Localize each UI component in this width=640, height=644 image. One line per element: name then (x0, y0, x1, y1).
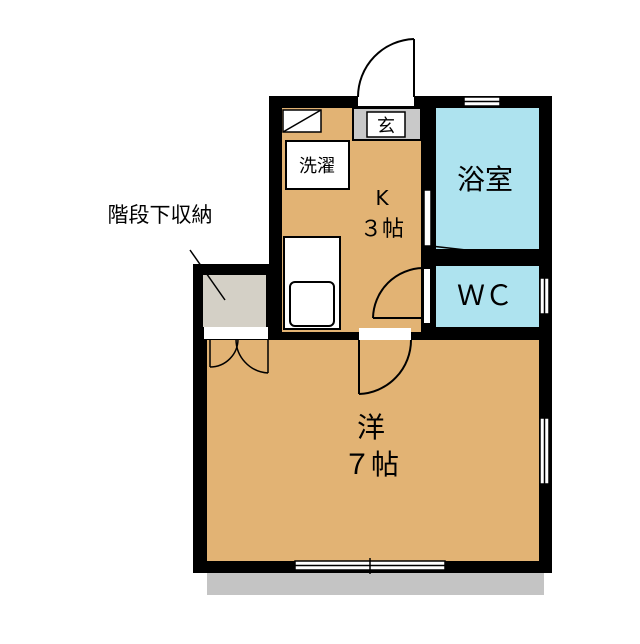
washer-label: 洗濯 (299, 156, 335, 177)
bath-label: 浴室 (457, 163, 513, 196)
bath-window (463, 96, 501, 107)
bath-door[interactable] (423, 189, 467, 251)
toilet-floor (436, 266, 539, 327)
kitchen-counter (283, 236, 341, 330)
western-room-floor (207, 340, 539, 561)
kitchen-size: ３帖 (360, 217, 404, 242)
corner-shelf (282, 109, 322, 133)
kitchen-label: K (375, 186, 389, 210)
entry-door[interactable] (357, 38, 415, 106)
storage-label: 階段下収納 (108, 203, 213, 227)
washer-space (285, 140, 350, 190)
western-label: 洋 (357, 411, 385, 444)
room-door[interactable] (358, 328, 412, 395)
wc-window (539, 277, 550, 315)
wc-door[interactable] (372, 267, 432, 325)
storage-door[interactable] (204, 327, 269, 374)
side-window (539, 417, 550, 485)
storage-pointer (189, 249, 226, 301)
bottom-window (294, 558, 446, 574)
toilet-label: ＷＣ (457, 279, 513, 312)
entrance-label: 玄 (377, 116, 395, 137)
western-size: ７帖 (343, 448, 399, 481)
floor-shadow (207, 569, 544, 595)
bath-floor (436, 108, 539, 249)
